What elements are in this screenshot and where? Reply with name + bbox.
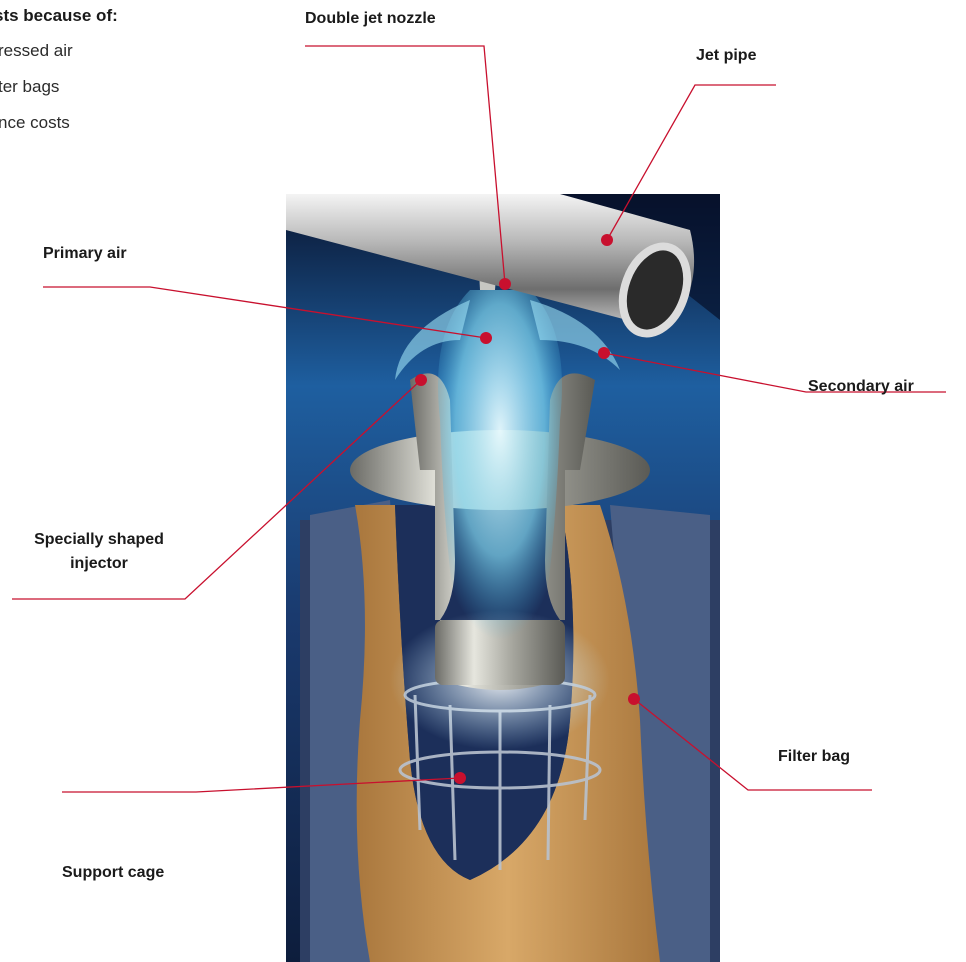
label-support-cage: Support cage [62,864,164,882]
dot-double-jet-nozzle [499,278,511,290]
label-specially-shaped-injector: Specially shaped injector [6,528,192,576]
label-injector-line1: Specially shaped [6,528,192,552]
dot-primary-air [480,332,492,344]
dot-injector [415,374,427,386]
dot-secondary-air [598,347,610,359]
label-double-jet-nozzle: Double jet nozzle [305,10,436,28]
dot-filter-bag [628,693,640,705]
label-primary-air: Primary air [43,245,127,263]
label-injector-line2: injector [6,552,192,576]
dot-jet-pipe [601,234,613,246]
dot-support-cage [454,772,466,784]
primary-air-jet [438,290,562,640]
label-jet-pipe: Jet pipe [696,47,756,65]
label-filter-bag: Filter bag [778,748,850,766]
label-secondary-air: Secondary air [808,378,914,396]
